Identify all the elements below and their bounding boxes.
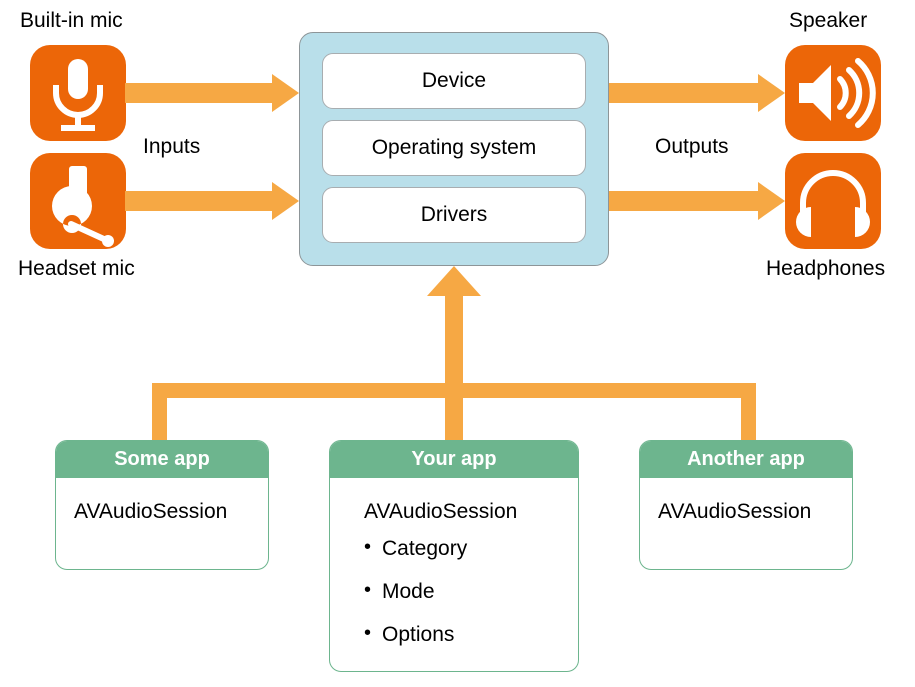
inputs-flow-label: Inputs (143, 135, 201, 158)
stack-layer-operating-system: Operating system (322, 120, 586, 176)
input-arrow-bottom (125, 182, 299, 220)
stack-layer-label: Drivers (420, 203, 488, 226)
app-card-some-app[interactable]: Some app AVAudioSession (55, 440, 269, 570)
app-card-your-app[interactable]: Your app AVAudioSession Category Mode Op… (329, 440, 579, 672)
stack-layer-label: Device (421, 69, 487, 92)
built-in-mic-label: Built-in mic (20, 9, 123, 32)
app-card-title: Another app (640, 441, 852, 478)
app-api-name: AVAudioSession (364, 500, 518, 523)
output-arrow-top (609, 74, 785, 112)
app-card-title: Some app (56, 441, 268, 478)
system-stack: Device Operating system Drivers (299, 32, 609, 266)
apps-branch-right (741, 383, 756, 445)
stack-layer-label: Operating system (371, 136, 537, 159)
list-item: Mode (364, 580, 578, 602)
speaker-label: Speaker (789, 9, 868, 32)
app-api-property-list: Category Mode Options (330, 537, 578, 645)
apps-bus-horizontal (152, 383, 756, 398)
stack-layer-device: Device (322, 53, 586, 109)
input-arrow-top (125, 74, 299, 112)
app-api-name: AVAudioSession (74, 500, 228, 523)
speaker-icon (785, 45, 881, 141)
stack-layer-drivers: Drivers (322, 187, 586, 243)
list-item: Category (364, 537, 578, 559)
outputs-flow-label: Outputs (655, 135, 729, 158)
apps-to-system-arrowhead (427, 266, 481, 296)
app-card-another-app[interactable]: Another app AVAudioSession (639, 440, 853, 570)
headset-mic-label: Headset mic (18, 257, 135, 280)
headphones-icon (785, 153, 881, 249)
headset-mic-icon (30, 153, 126, 249)
app-card-body: AVAudioSession Category Mode Options (330, 478, 578, 645)
apps-branch-left (152, 383, 167, 445)
list-item: Options (364, 623, 578, 645)
app-card-body: AVAudioSession (56, 478, 268, 524)
app-api-name: AVAudioSession (658, 500, 812, 523)
app-card-title: Your app (330, 441, 578, 478)
apps-trunk-vertical (445, 295, 463, 445)
app-card-body: AVAudioSession (640, 478, 852, 524)
output-arrow-bottom (609, 182, 785, 220)
headphones-label: Headphones (766, 257, 886, 280)
microphone-icon (30, 45, 126, 141)
